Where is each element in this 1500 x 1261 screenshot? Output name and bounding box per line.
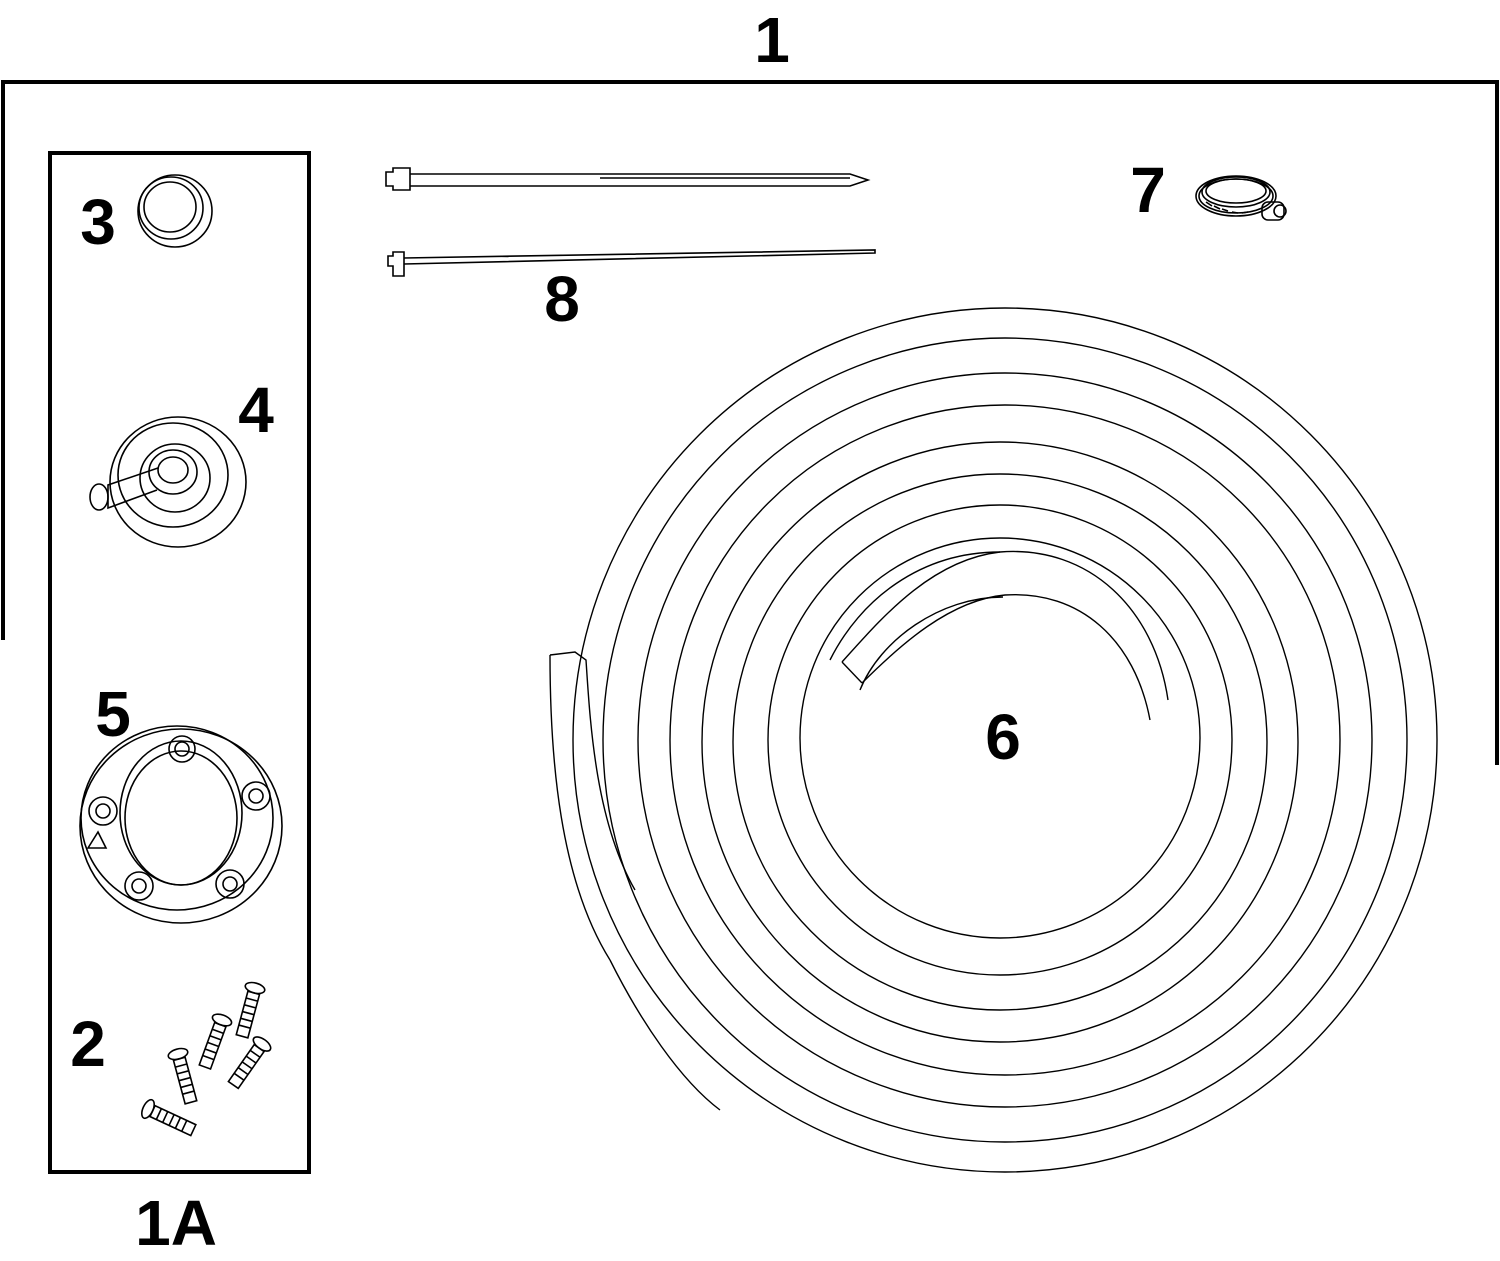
callout-6: 6 xyxy=(985,701,1021,773)
callout-4: 4 xyxy=(238,374,274,446)
callout-5: 5 xyxy=(95,678,131,750)
callout-8: 8 xyxy=(544,263,580,335)
callout-1a: 1A xyxy=(135,1187,217,1259)
grommet-3 xyxy=(137,174,213,248)
fitting-4 xyxy=(89,416,247,548)
screws-2 xyxy=(141,981,272,1137)
kit-bracket-1 xyxy=(1,80,1499,765)
callout-7: 7 xyxy=(1130,154,1166,226)
callout-2: 2 xyxy=(70,1008,106,1080)
callout-1: 1 xyxy=(754,4,790,76)
hose-coil-6 xyxy=(549,307,1438,1173)
flange-5 xyxy=(79,725,283,924)
callout-3: 3 xyxy=(80,186,116,258)
kit-box-1a xyxy=(48,151,311,1174)
hose-clamp-7 xyxy=(1195,175,1287,221)
cable-ties-8 xyxy=(385,167,876,277)
